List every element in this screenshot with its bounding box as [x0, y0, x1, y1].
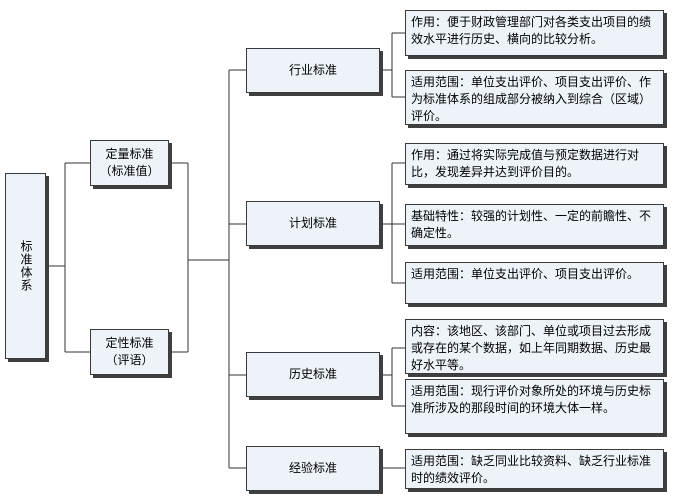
- historical-content-note: 内容：该地区、该部门、单位或项目过去形成或存在的某个数据，如上年同期数据、历史最…: [405, 319, 664, 374]
- historical-standard-label: 历史标准: [288, 367, 337, 381]
- industry-scope-note: 适用范围：单位支出评价、项目支出评价、作为标准体系的组成部分被纳入到综合（区域）…: [405, 70, 664, 125]
- root-node: 标准体系: [5, 173, 46, 359]
- root-node-label: 标准体系: [19, 240, 33, 292]
- plan-scope-note: 适用范围：单位支出评价、项目支出评价。: [405, 262, 664, 304]
- experience-standard-label: 经验标准: [288, 461, 337, 475]
- qualitative-standard-node: 定性标准 （评语）: [90, 329, 169, 375]
- plan-standard-label: 计划标准: [288, 216, 337, 230]
- plan-standard-node: 计划标准: [246, 201, 380, 246]
- experience-standard-node: 经验标准: [246, 446, 380, 491]
- industry-standard-node: 行业标准: [246, 48, 380, 93]
- qualitative-standard-sublabel: （评语）: [105, 353, 154, 367]
- industry-standard-label: 行业标准: [288, 63, 337, 77]
- experience-scope-note: 适用范围：缺乏同业比较资料、缺乏行业标准时的绩效评价。: [405, 449, 664, 489]
- quantitative-standard-node: 定量标准 （标准值）: [90, 140, 169, 186]
- plan-characteristics-note: 基础特性：较强的计划性、一定的前瞻性、不确定性。: [405, 204, 664, 246]
- historical-standard-node: 历史标准: [246, 352, 380, 397]
- quantitative-standard-sublabel: （标准值）: [99, 164, 160, 178]
- industry-purpose-note: 作用：便于财政管理部门对各类支出项目的绩效水平进行历史、横向的比较分析。: [405, 10, 664, 56]
- plan-purpose-note: 作用：通过将实际完成值与预定数据进行对比，发现差异并达到评价目的。: [405, 143, 664, 185]
- qualitative-standard-label: 定性标准: [105, 336, 154, 350]
- quantitative-standard-label: 定量标准: [105, 147, 154, 161]
- historical-scope-note: 适用范围：现行评价对象所处的环境与历史标准所涉及的那段时间的环境大体一样。: [405, 379, 664, 434]
